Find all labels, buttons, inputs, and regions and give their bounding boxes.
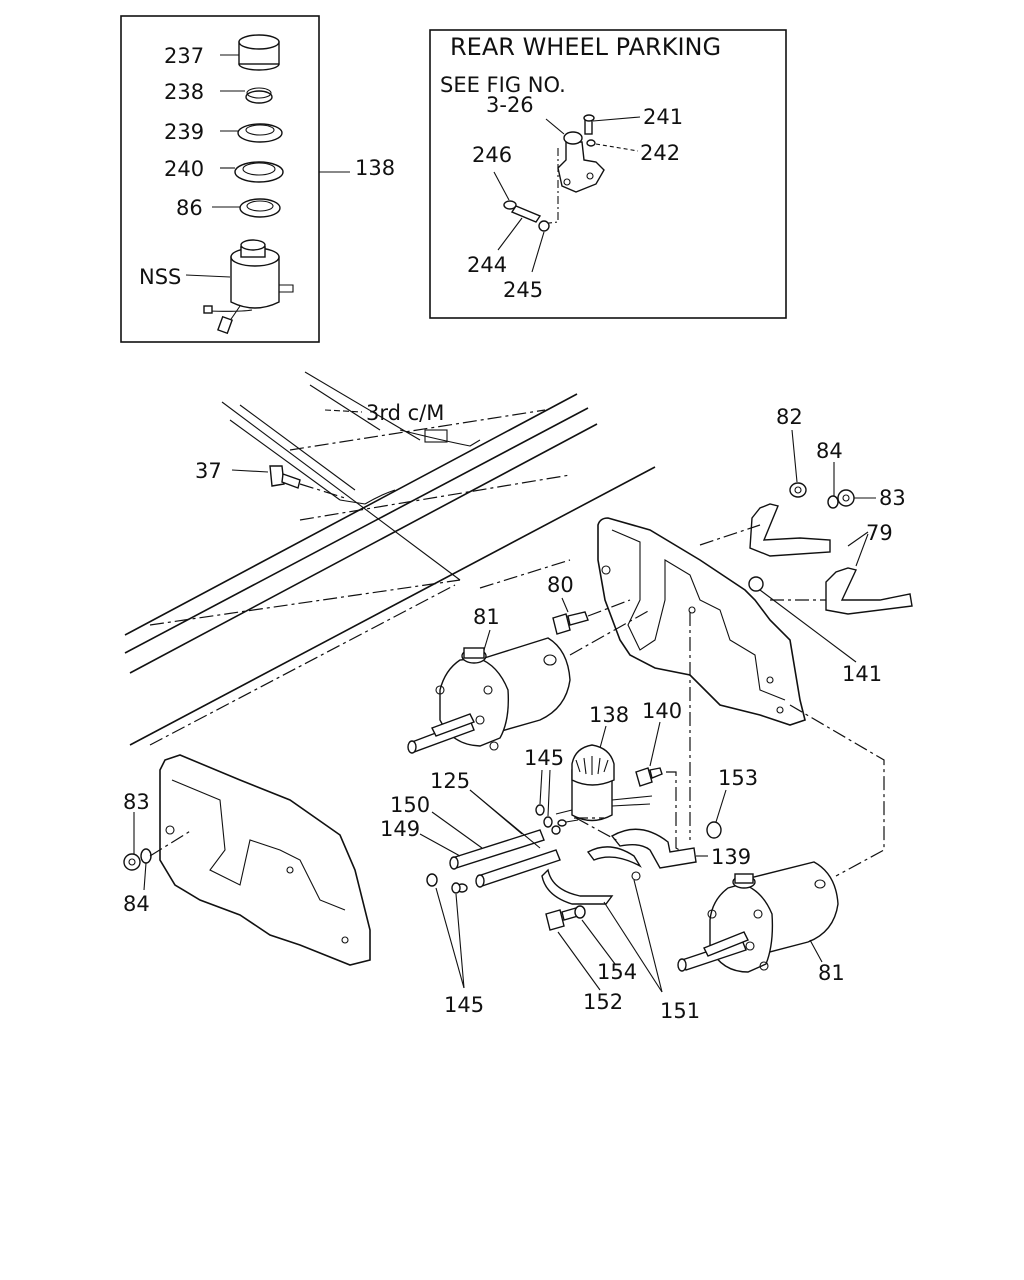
bolt-37 [269,465,301,489]
reservoir-body [203,239,294,335]
callout-241: 241 [643,105,683,129]
callout-37: 37 [195,459,222,483]
nss-label: NSS [139,265,181,289]
callout-138: 138 [589,703,629,727]
callout-81-top: 81 [473,605,500,629]
callout-237: 237 [164,44,204,68]
parking-pin [503,200,550,232]
callout-238: 238 [164,80,204,104]
callout-79: 79 [866,521,893,545]
crossmember-right [597,517,806,726]
callout-140: 140 [642,699,682,723]
cap-237 [238,34,280,71]
callout-84-left: 84 [123,892,150,916]
see-fig-label: SEE FIG NO. [440,73,566,97]
callout-125: 125 [430,769,470,793]
reservoir-inset-frame [120,15,320,343]
bolt-140 [635,767,663,787]
callout-240: 240 [164,157,204,181]
callout-80: 80 [547,573,574,597]
callout-239: 239 [164,120,204,144]
bracket-79 [749,503,913,615]
crossmember-left [159,754,371,966]
bracket-139 [610,828,697,869]
main-assembly: 3rd c/M 37 82 84 [123,371,913,1023]
callout-245: 245 [503,278,543,302]
callout-145-top: 145 [524,746,564,770]
ring-239 [237,123,283,143]
callout-151: 151 [660,999,700,1023]
bolt-80 [552,611,589,635]
bolt-152 [545,907,579,931]
callout-246: 246 [472,143,512,167]
callout-82: 82 [776,405,803,429]
nut-83-top [837,489,855,507]
callout-83-left: 83 [123,790,150,814]
parking-inset-frame [429,29,787,319]
parking-valve [557,114,605,193]
booster-81-top [407,637,571,754]
ring-238 [245,87,273,104]
parking-inset: REAR WHEEL PARKING SEE FIG NO. 3-26 241 … [429,29,787,319]
clip-145-top [535,804,561,835]
callout-244: 244 [467,253,507,277]
callout-242: 242 [640,141,680,165]
callout-86: 86 [176,196,203,220]
washer-84-left [140,848,152,864]
callout-141: 141 [842,662,882,686]
washer-154 [574,905,586,919]
parking-title: REAR WHEEL PARKING [450,33,721,61]
frame-rails [124,371,656,746]
callout-81-bottom: 81 [818,961,845,985]
washer-84-top [827,495,839,509]
callout-84-top: 84 [816,439,843,463]
callout-152: 152 [583,990,623,1014]
reservoir-inset: 237 238 239 240 86 [120,15,395,343]
ring-240 [234,161,284,183]
callout-150: 150 [390,793,430,817]
crossmember-label: 3rd c/M [366,401,444,425]
booster-81-bottom [677,861,839,973]
nut-141 [748,576,764,592]
callout-145-bottom: 145 [444,993,484,1017]
reservoir-138-main [555,744,653,827]
callout-149: 149 [380,817,420,841]
callout-153: 153 [718,766,758,790]
nut-83-left [123,853,141,871]
callout-83-top: 83 [879,486,906,510]
callout-154: 154 [597,960,637,984]
fig-number: 3-26 [486,93,534,117]
nut-82 [789,482,807,498]
clip-145-bottom [426,873,461,894]
callout-138-assembly: 138 [355,156,395,180]
clamp-151 [541,846,642,905]
nut-153 [706,821,722,839]
callout-139: 139 [711,845,751,869]
ring-86 [239,198,281,218]
